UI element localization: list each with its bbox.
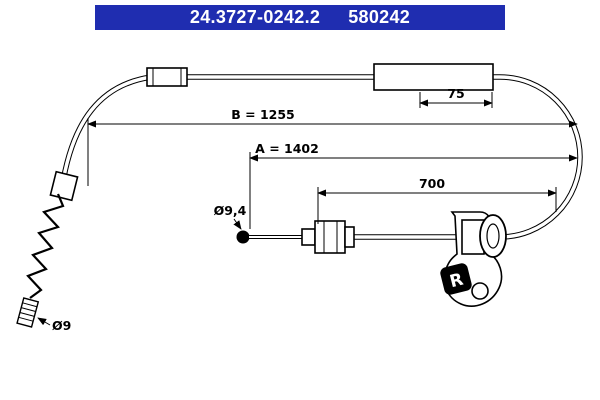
- header-bar: 24.3727-0242.2 580242: [95, 5, 505, 30]
- dimensions: B = 1255 A = 1402 700 75 Ø9,4 Ø9: [37, 86, 578, 333]
- adjuster-collar: [344, 226, 355, 248]
- cable-housing-outer: [59, 74, 583, 240]
- dim-b-label: B = 1255: [231, 107, 295, 122]
- accordion-boot: [26, 193, 65, 299]
- top-sleeve-body: [146, 67, 188, 87]
- bracket-marking-patch: R: [440, 263, 472, 295]
- mounting-bracket: R: [440, 211, 507, 307]
- adjuster-body: [314, 220, 346, 254]
- thread-hatching: [18, 302, 38, 322]
- dim-75-label: 75: [447, 86, 464, 101]
- grommet-inner: [486, 223, 500, 249]
- cable-housing-core: [60, 75, 582, 239]
- boot-fitting: [49, 170, 79, 202]
- reference-number: 580242: [348, 7, 411, 27]
- protective-sleeve: [373, 63, 494, 91]
- dia-thread-leader: [37, 317, 51, 326]
- inner-cable-end: [236, 220, 355, 254]
- dia-thread-label: Ø9: [52, 318, 71, 333]
- dim-a-label: A = 1402: [255, 141, 319, 156]
- cable-housing: [59, 74, 583, 240]
- part-number: 24.3727-0242.2: [189, 7, 321, 27]
- adjuster-neck: [301, 228, 316, 246]
- threaded-end: [16, 297, 40, 328]
- cable-end-ball: [236, 230, 250, 244]
- top-sleeve: [146, 67, 188, 87]
- bracket-marking-label: R: [448, 270, 466, 293]
- dia-ball-leader: [233, 218, 242, 230]
- marking-background: [440, 263, 472, 295]
- bracket-hole: [471, 282, 489, 300]
- boot-spring-assembly: [26, 170, 79, 299]
- dim-700-label: 700: [419, 176, 445, 191]
- dia-ball-label: Ø9,4: [214, 203, 247, 218]
